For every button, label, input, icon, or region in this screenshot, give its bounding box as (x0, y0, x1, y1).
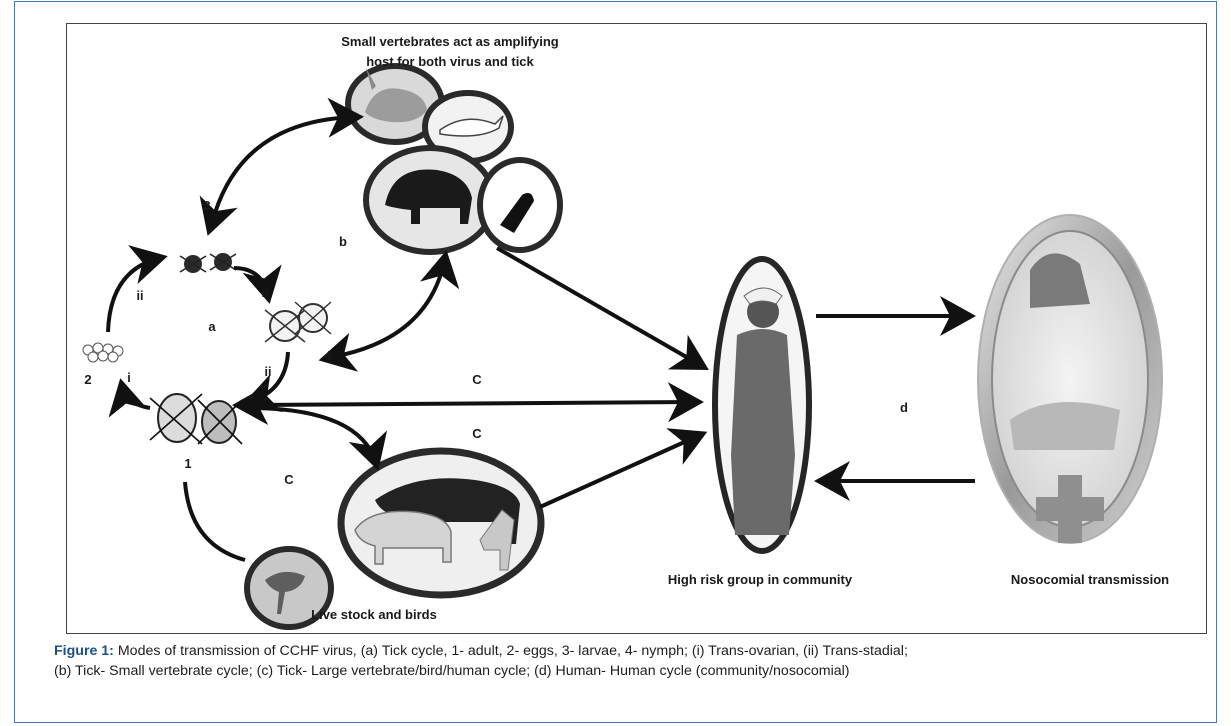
adult-tick-icon (150, 394, 242, 444)
eggs-icon (83, 343, 123, 362)
cycle-b-label: b (339, 234, 347, 249)
nymph-icon (265, 302, 331, 342)
stage-3-label: 3 (203, 198, 210, 213)
tick-human-arrow (256, 402, 696, 405)
larvae-icon (180, 253, 236, 273)
caption-text-2: (b) Tick- Small vertebrate cycle; (c) Ti… (54, 661, 1204, 681)
tick-livestock-arrow (256, 408, 376, 463)
cycle-c-label-3: C (284, 472, 294, 487)
diagram-title-line2: host for both virus and tick (366, 54, 534, 69)
tick-bird-line (185, 482, 245, 560)
livestock-human-arrow (540, 435, 700, 507)
live-stock-label: Live stock and birds (311, 607, 437, 622)
cycle-c-label-1: C (472, 372, 482, 387)
trans-ovarian-label: i (127, 371, 130, 385)
trans-stadial-label-3: ii (265, 365, 272, 379)
cycle-d-label: d (900, 400, 908, 415)
transmission-diagram: Small vertebrates act as amplifying host… (0, 0, 1231, 640)
caption-text-1: Modes of transmission of CCHF virus, (a)… (114, 643, 908, 659)
diagram-title-line1: Small vertebrates act as amplifying (341, 34, 559, 49)
trans-stadial-label-1: ii (137, 289, 144, 303)
nymph-vertebrate-arrow (342, 258, 445, 355)
eggs-larvae-arrow (108, 258, 160, 332)
adult-eggs-arrow (122, 386, 150, 408)
stage-4-label: 4 (324, 348, 332, 363)
high-risk-label: High risk group in community (668, 572, 853, 587)
trans-stadial-label-2: ii (262, 286, 269, 300)
small-vertebrates-group (348, 66, 560, 252)
cycle-a-label: a (208, 319, 216, 334)
cycle-c-label-2: C (472, 426, 482, 441)
hospital-group (978, 215, 1162, 543)
stage-2-label: 2 (84, 372, 91, 387)
caption-line-1: Figure 1: Modes of transmission of CCHF … (54, 641, 1204, 661)
nosocomial-label: Nosocomial transmission (1011, 572, 1169, 587)
larvae-vertebrate-arrow (215, 117, 356, 213)
vertebrate-human-arrow (497, 248, 702, 366)
figure-label: Figure 1: (54, 643, 114, 659)
figure-caption: Figure 1: Modes of transmission of CCHF … (54, 641, 1204, 681)
human-group (715, 259, 809, 551)
stage-1-label: 1 (184, 456, 191, 471)
